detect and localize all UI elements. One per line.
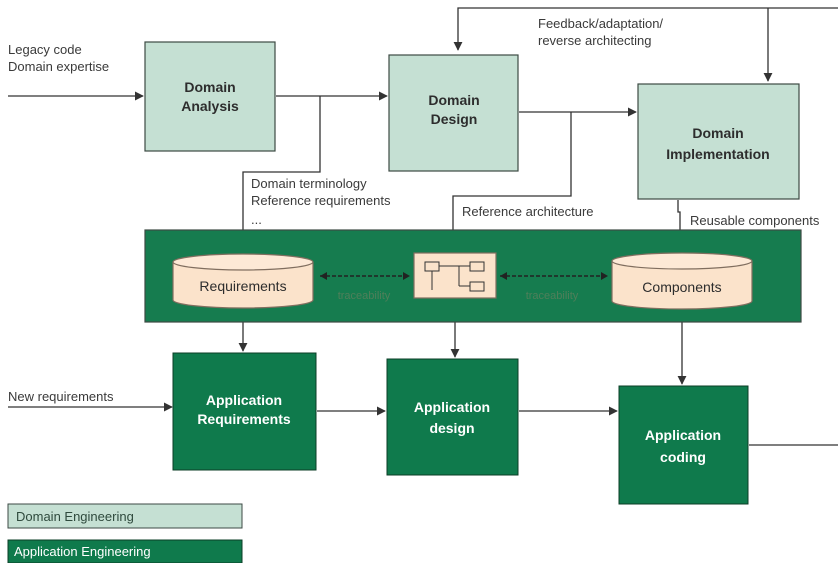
domain-analysis-box: Domain Analysis — [144, 41, 276, 152]
application-coding-title-line1: Application — [645, 427, 721, 443]
legend-application-engineering-label: Application Engineering — [14, 544, 151, 559]
components-database-label: Components — [642, 279, 721, 295]
application-requirements-title-line1: Application — [206, 392, 282, 408]
domain-implementation-title-line2: Implementation — [666, 146, 769, 162]
legacy-code-label: Legacy code — [8, 42, 82, 57]
requirements-database-label: Requirements — [199, 278, 286, 294]
application-requirements-title-line2: Requirements — [197, 411, 291, 427]
feedback-label-line1: Feedback/adaptation/ — [538, 16, 663, 31]
legend-application-engineering: Application Engineering — [7, 539, 243, 564]
architecture-diagram-icon — [413, 252, 497, 299]
application-design-box: Application design — [386, 358, 519, 476]
domain-design-title-line1: Domain — [428, 92, 479, 108]
feedback-label-line2: reverse architecting — [538, 33, 651, 48]
traceability-label-left: traceability — [338, 290, 391, 302]
application-design-title-line1: Application — [414, 399, 490, 415]
domain-expertise-label: Domain expertise — [8, 59, 109, 74]
connectors — [8, 7, 838, 446]
domain-terminology-label: Domain terminology — [251, 176, 367, 191]
legend-domain-engineering-label: Domain Engineering — [16, 509, 134, 524]
reusable-components-label: Reusable components — [690, 213, 820, 228]
domain-implementation-title-line1: Domain — [692, 125, 743, 141]
domain-analysis-title-line1: Domain — [184, 79, 235, 95]
requirements-database: Requirements — [172, 253, 314, 309]
domain-implementation-box: Domain Implementation — [637, 83, 800, 200]
application-design-title-line2: design — [429, 420, 474, 436]
legend: Domain Engineering Application Engineeri… — [7, 503, 243, 564]
domain-design-title-line2: Design — [431, 111, 478, 127]
application-requirements-box: Application Requirements — [172, 352, 317, 471]
application-coding-title-line2: coding — [660, 449, 706, 465]
domain-design-box: Domain Design — [388, 54, 519, 172]
traceability-label-right: traceability — [526, 290, 579, 302]
new-requirements-label: New requirements — [8, 389, 114, 404]
repository-band: Requirements traceability traceability C… — [144, 229, 802, 323]
domain-analysis-title-line2: Analysis — [181, 98, 239, 114]
application-coding-box: Application coding — [618, 385, 749, 505]
legend-domain-engineering: Domain Engineering — [7, 503, 243, 529]
ellipsis-label: ... — [251, 212, 262, 227]
reference-requirements-label: Reference requirements — [251, 193, 391, 208]
components-database: Components — [611, 252, 753, 310]
reference-architecture-label: Reference architecture — [462, 204, 594, 219]
